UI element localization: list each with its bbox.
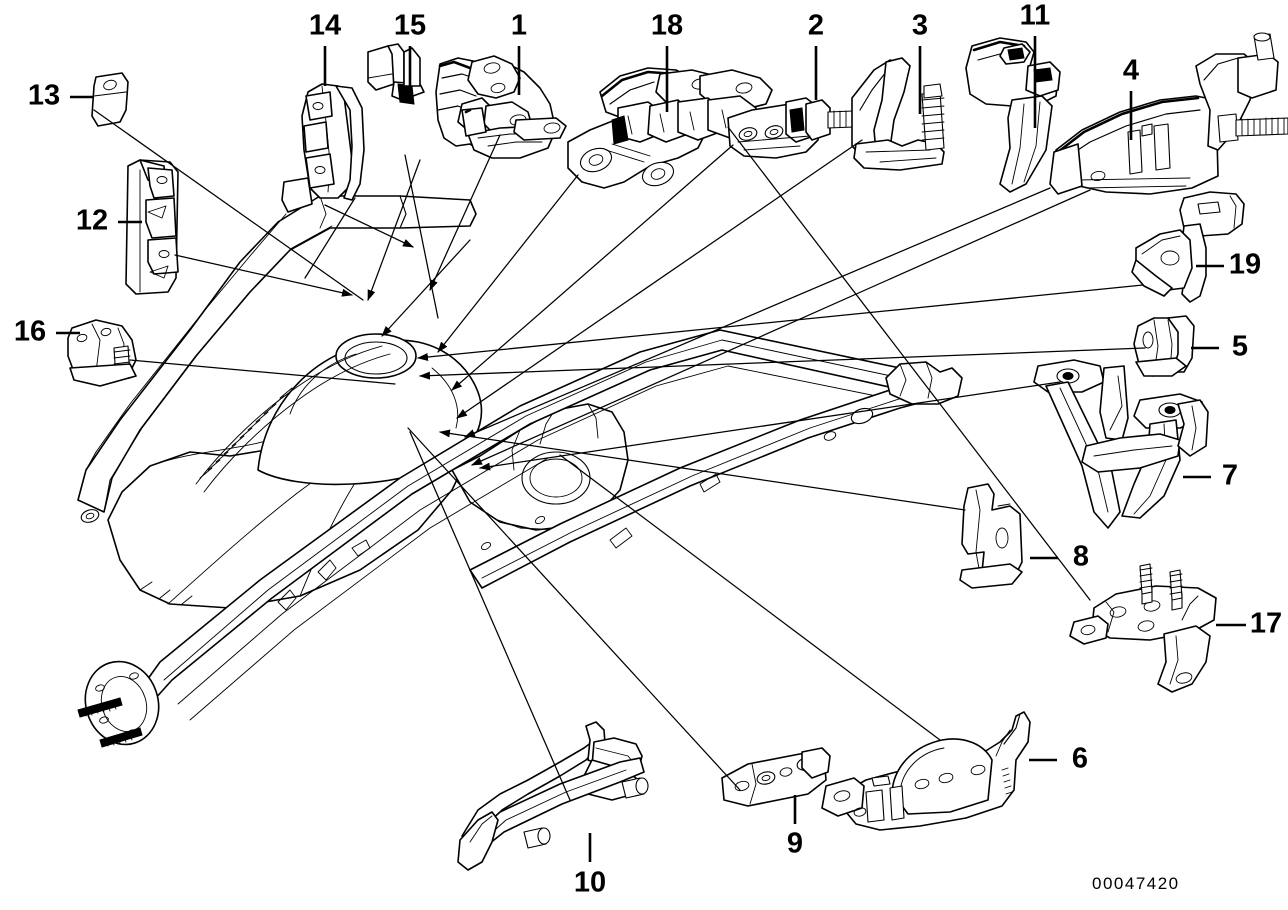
part-8-z-flange-bracket	[959, 483, 1023, 589]
part-3-bolt	[921, 83, 945, 151]
rail-detail-features	[277, 431, 837, 611]
part-12-tall-twin-tab-bracket	[125, 159, 179, 295]
part-5-small-channel-clip	[1133, 315, 1195, 377]
callout-numbers: 13 14 15 1 18 2 3 11 4 12 19 16 5 7 8 17…	[14, 0, 1282, 899]
callout-17: 17	[1250, 608, 1282, 640]
callout-1: 1	[511, 10, 527, 42]
part-2-stud-bracket	[727, 97, 879, 159]
callout-5: 5	[1232, 331, 1248, 363]
part-10-cross-tube-frame	[457, 721, 649, 871]
callout-2: 2	[808, 10, 824, 42]
callout-19: 19	[1229, 249, 1261, 281]
callout-4: 4	[1123, 55, 1139, 87]
callout-16: 16	[14, 316, 46, 348]
part-14-long-rail-bracket	[281, 83, 365, 213]
part-17-studs	[1139, 563, 1183, 611]
callout-13: 13	[28, 80, 60, 112]
part-4-front-crossmember-panel	[1049, 32, 1288, 195]
upper-side-rail	[77, 195, 477, 523]
callout-ticks	[56, 36, 1246, 862]
part-3-wedge-bracket	[851, 57, 945, 171]
callout-12: 12	[76, 205, 108, 237]
part-6-arch-cover-bracket	[821, 711, 1031, 831]
callout-8: 8	[1073, 541, 1089, 573]
rail-rear-bolt-flange	[77, 660, 160, 748]
callout-10: 10	[574, 867, 606, 899]
part-10-pegs	[523, 777, 649, 849]
callout-18: 18	[651, 10, 683, 42]
part-7-triangular-a-frame-bracket	[1033, 359, 1209, 529]
part-1-engine-mount-bracket	[435, 55, 567, 159]
part-13-small-flat-bracket	[91, 72, 129, 127]
part-17-twin-stud-plate-bracket	[1069, 563, 1217, 693]
callout-15: 15	[394, 10, 426, 42]
part-4-threaded-bolt	[1217, 113, 1288, 143]
part-9-flat-strip-plate	[721, 747, 831, 807]
part-16-bolt-seat-bracket	[67, 319, 137, 387]
callout-7: 7	[1222, 460, 1238, 492]
callout-14: 14	[309, 10, 341, 42]
callout-6: 6	[1072, 743, 1088, 775]
figure-id-label: 00047420	[1092, 874, 1180, 893]
callout-11: 11	[1020, 0, 1051, 32]
callout-3: 3	[912, 10, 928, 42]
arch-seam-beads	[195, 345, 391, 493]
callout-9: 9	[787, 828, 803, 860]
part-19-hook-bracket	[1131, 191, 1245, 303]
leader-lines	[93, 109, 1146, 801]
part-15-angle-clip	[367, 43, 425, 105]
